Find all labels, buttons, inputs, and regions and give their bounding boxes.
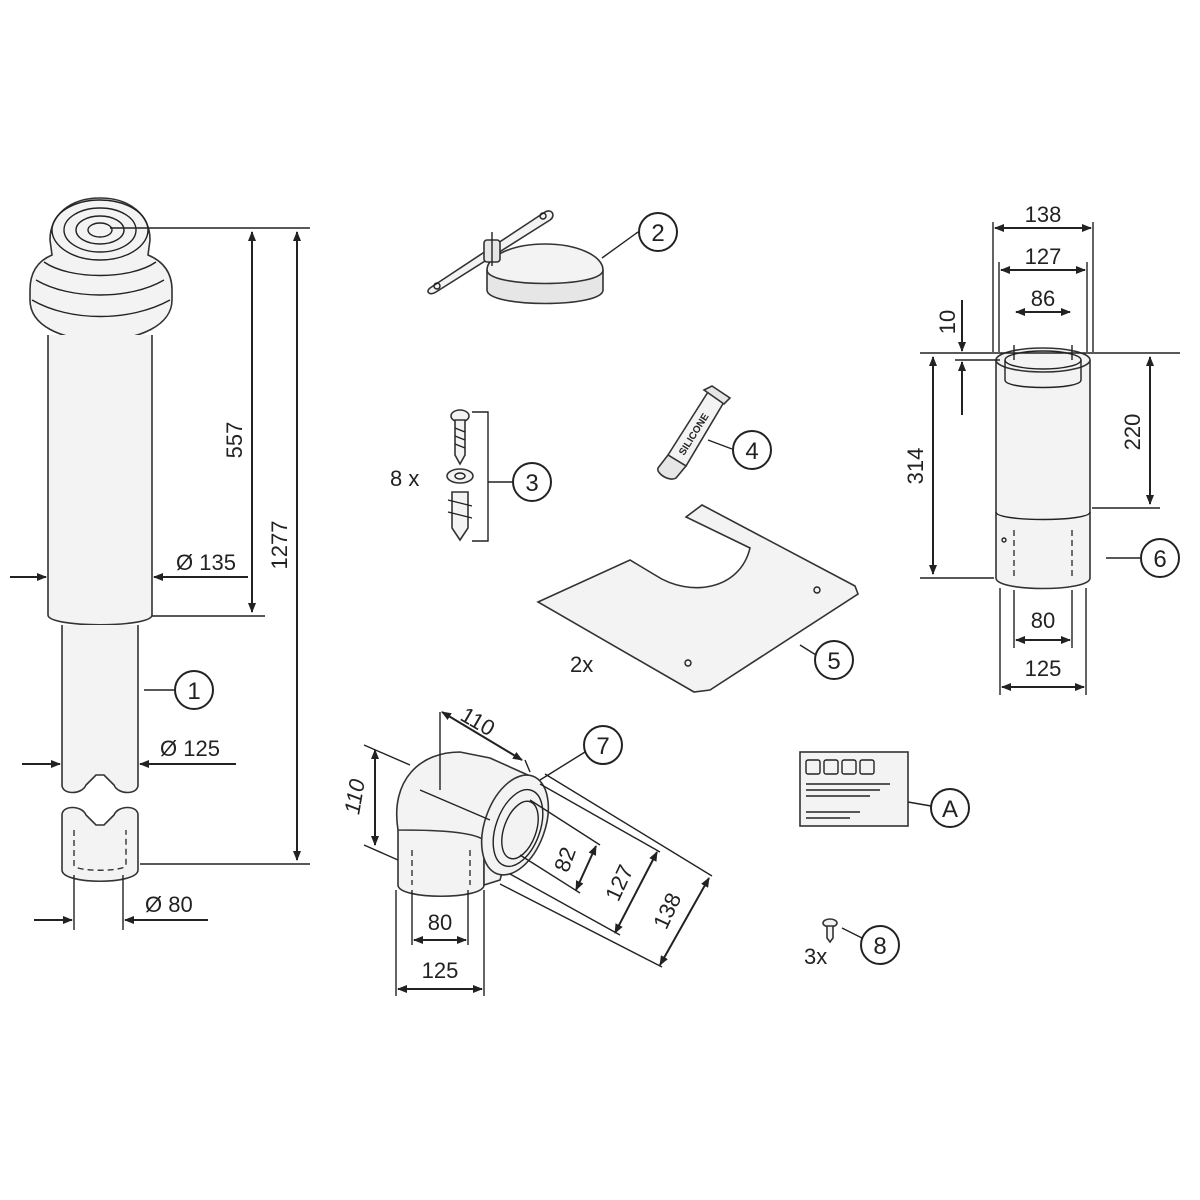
dim-6-125: 125 [1025,656,1062,681]
part-a-instruction-leaflet: A [799,751,970,828]
callout-4: 4 [745,438,758,465]
part-8-small-screw: 3x 8 [804,918,900,969]
callout-bubble-8 [860,925,900,965]
dim-6-86: 86 [1031,286,1055,311]
part-7-elbow: 110 110 82 127 138 80 125 7 [339,702,713,996]
dim-d80: Ø 80 [145,892,193,917]
dim-6-80: 80 [1031,608,1055,633]
dim-d135: Ø 135 [176,550,236,575]
callout-bubble-7 [583,725,623,765]
callout-3: 3 [525,470,538,497]
part-5-flat-plate: 2x 5 [536,504,859,693]
part-1-vertical-flue-terminal: 557 1277 Ø 135 Ø 125 Ø 80 1 [10,197,310,930]
callout-bubble-6 [1140,538,1180,578]
dim-6-220: 220 [1120,414,1145,451]
callout-bubble-4 [732,430,772,470]
dim-1277: 1277 [267,521,292,570]
part-4-silicone-tube: SILICONE 4 [657,385,772,480]
part-3-screw-washer-plug-set: 8 x 3 [390,409,552,542]
dim-d125: Ø 125 [160,736,220,761]
dim-7-138: 138 [648,889,686,933]
callout-6: 6 [1153,546,1166,573]
dim-6-10: 10 [935,310,960,334]
dim-7-82: 82 [549,844,581,876]
callout-5: 5 [827,648,840,675]
callout-bubble-3 [512,462,552,502]
callout-2: 2 [651,220,664,247]
callout-bubble-1 [174,670,214,710]
callout-bubble-2 [638,212,678,252]
dim-7-80: 80 [428,910,452,935]
qty-part-3: 8 x [390,466,419,491]
dim-6-138: 138 [1025,202,1062,227]
callout-1: 1 [187,678,200,705]
dim-7-110-top: 110 [456,702,499,741]
part-2-pipe-clamp: 2 [427,210,678,305]
dim-6-127: 127 [1025,244,1062,269]
part-6-adapter-pipe: 138 127 86 10 314 220 80 125 6 [903,202,1180,695]
callout-8: 8 [873,933,886,960]
qty-part-8: 3x [804,944,827,969]
dim-7-125: 125 [422,958,459,983]
dim-7-110-left: 110 [339,777,370,817]
callout-bubble-5 [814,640,854,680]
dim-6-314: 314 [903,448,928,485]
callout-7: 7 [596,733,609,760]
callout-bubble-a [930,788,970,828]
qty-part-5: 2x [570,652,593,677]
callout-a: A [942,796,958,823]
dim-557: 557 [222,422,247,459]
